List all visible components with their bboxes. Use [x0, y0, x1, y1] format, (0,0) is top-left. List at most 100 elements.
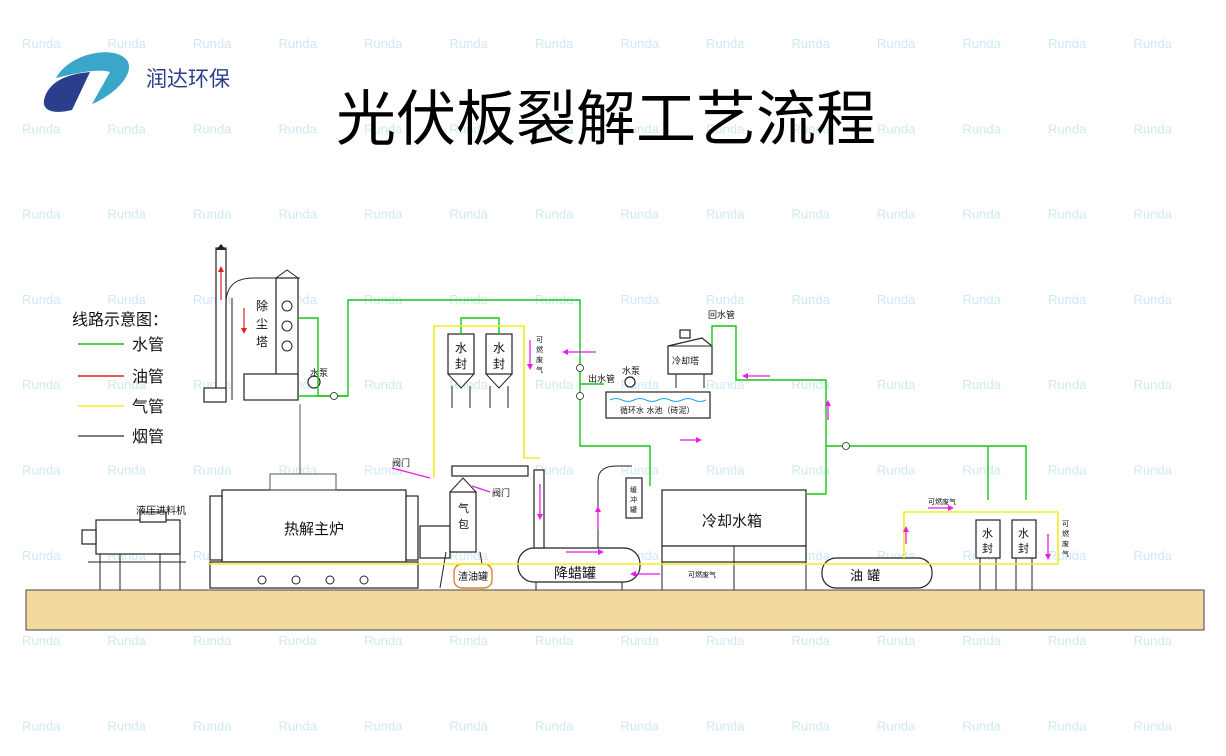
watermark-text: Runda: [193, 718, 232, 733]
svg-text:可: 可: [1062, 520, 1069, 528]
hydraulic-feeder: 液压进料机: [81, 504, 186, 590]
watermark-text: Runda: [1048, 463, 1087, 478]
watermark-text: Runda: [450, 121, 489, 136]
watermark-text: Runda: [963, 463, 1002, 478]
combustible-gas-label-vertical-2: 可 燃 废 气: [1062, 520, 1069, 558]
watermark-text: Runda: [877, 121, 916, 136]
outlet-pipe-label: 出水管: [588, 373, 615, 385]
watermark-text: Runda: [706, 718, 745, 733]
watermark-text: Runda: [450, 36, 489, 51]
watermark-text: Runda: [706, 633, 745, 648]
water-seal-3-char-2: 封: [982, 541, 993, 555]
watermark-text: Runda: [22, 377, 61, 392]
water-seal-2-char-2: 封: [493, 357, 505, 371]
oil-tank: 油 罐: [821, 557, 933, 589]
watermark-text: Runda: [364, 207, 403, 222]
watermark-text: Runda: [792, 463, 831, 478]
svg-text:废: 废: [536, 355, 543, 364]
watermark-text: Runda: [1048, 633, 1087, 648]
dust-tower: 除 尘 塔: [225, 269, 300, 401]
air-bag: 气 包 阀门 阀门: [392, 457, 529, 589]
watermark-text: Runda: [621, 718, 660, 733]
watermark-text: Runda: [364, 463, 403, 478]
main-furnace: 热解主炉: [209, 489, 451, 589]
watermark-text: Runda: [706, 207, 745, 222]
watermark-text: Runda: [963, 207, 1002, 222]
watermark-text: Runda: [963, 292, 1002, 307]
water-seal-4-char-2: 封: [1018, 541, 1029, 555]
watermark-text: Runda: [364, 377, 403, 392]
watermark-text: Runda: [364, 633, 403, 648]
watermark-text: Runda: [22, 292, 61, 307]
combustible-gas-label-1: 可燃废气: [928, 497, 956, 506]
watermark-text: Runda: [706, 377, 745, 392]
watermark-text: Runda: [1134, 548, 1173, 563]
buffer-tank-char-2: 冲: [630, 495, 637, 504]
cooling-tower: 冷却塔 回水管: [667, 309, 735, 388]
watermark-text: Runda: [22, 121, 61, 136]
water-seal-3: 水 封: [975, 519, 1001, 590]
water-seal-1-char-1: 水: [455, 341, 467, 355]
watermark-text: Runda: [1134, 633, 1173, 648]
circulating-pool: 循环水 水池（砖泥） 出水管 水泵: [588, 365, 711, 419]
watermark-text: Runda: [22, 36, 61, 51]
watermark-text: Runda: [22, 463, 61, 478]
slag-oil-tank: 渣油罐: [453, 563, 493, 589]
watermark-text: Runda: [963, 633, 1002, 648]
chimney: [203, 244, 227, 403]
svg-text:废: 废: [1062, 539, 1069, 548]
watermark-text: Runda: [877, 463, 916, 478]
dust-tower-char-2: 尘: [256, 317, 268, 331]
svg-text:气: 气: [1062, 549, 1069, 558]
combustible-gas-label-2: 可燃废气: [688, 570, 716, 579]
watermark-text: Runda: [108, 292, 147, 307]
brand-logo: [43, 52, 130, 112]
watermark-text: Runda: [1134, 463, 1173, 478]
air-bag-char-1: 气: [458, 501, 469, 515]
svg-text:燃: 燃: [536, 345, 543, 354]
water-pipes: [298, 299, 1027, 500]
page-title: 光伏板裂解工艺流程: [336, 85, 876, 155]
return-pipe-label: 回水管: [708, 309, 735, 321]
watermark-text: Runda: [1134, 36, 1173, 51]
watermark-text: Runda: [535, 463, 574, 478]
water-seal-2: 水 封: [485, 333, 513, 408]
watermark-text: Runda: [108, 36, 147, 51]
watermark-text: Runda: [706, 463, 745, 478]
watermark-text: Runda: [22, 548, 61, 563]
cooling-tower-label: 冷却塔: [672, 355, 699, 367]
watermark-text: Runda: [877, 633, 916, 648]
watermark-text: Runda: [963, 36, 1002, 51]
watermark-text: Runda: [450, 377, 489, 392]
brand-name: 润达环保: [146, 67, 230, 91]
watermark-text: Runda: [1048, 718, 1087, 733]
watermark-text: Runda: [535, 207, 574, 222]
watermark-text: Runda: [279, 718, 318, 733]
watermark-text: Runda: [1134, 207, 1173, 222]
slag-oil-tank-label: 渣油罐: [458, 570, 488, 583]
gas-pipes: [208, 325, 1059, 565]
watermark-text: Runda: [279, 633, 318, 648]
water-seal-1-char-2: 封: [455, 357, 467, 371]
watermark-text: Runda: [963, 377, 1002, 392]
watermark-text: Runda: [108, 377, 147, 392]
smoke-duct: [269, 404, 337, 491]
dust-tower-pump: 水泵: [307, 367, 328, 389]
water-seal-4-char-1: 水: [1018, 527, 1029, 540]
watermark-text: Runda: [621, 463, 660, 478]
watermark-text: Runda: [193, 463, 232, 478]
watermark-text: Runda: [364, 718, 403, 733]
flow-arrows: [391, 340, 1051, 577]
watermark-text: Runda: [621, 633, 660, 648]
watermark-text: Runda: [279, 463, 318, 478]
watermark-text: Runda: [877, 377, 916, 392]
watermark-text: Runda: [792, 633, 831, 648]
watermark-text: Runda: [792, 292, 831, 307]
watermark-text: Runda: [1048, 36, 1087, 51]
watermark-text: Runda: [279, 121, 318, 136]
watermark-text: Runda: [535, 377, 574, 392]
water-seal-4: 水 封: [1011, 519, 1037, 590]
main-furnace-label: 热解主炉: [284, 520, 344, 538]
ground: [25, 589, 1205, 631]
watermark-text: Runda: [279, 207, 318, 222]
